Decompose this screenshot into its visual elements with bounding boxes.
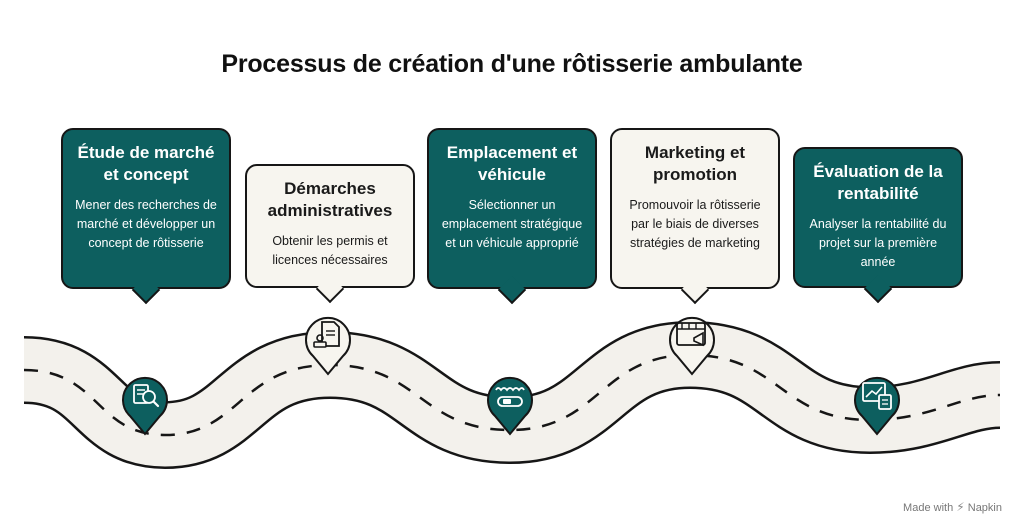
step-title: Démarches administratives xyxy=(267,179,393,220)
step-card-4: Marketing et promotion Promouvoir la rôt… xyxy=(610,128,780,305)
market-research-icon xyxy=(122,376,168,436)
marketing-calendar-icon xyxy=(669,316,715,376)
step-card-5: Évaluation de la rentabilité Analyser la… xyxy=(793,147,963,304)
profit-calculator-icon xyxy=(854,376,900,436)
made-with-label: Made with xyxy=(903,502,954,514)
step-title: Emplacement et véhicule xyxy=(446,143,578,184)
step-card-1: Étude de marché et concept Mener des rec… xyxy=(61,128,231,305)
step-description: Sélectionner un emplacement stratégique … xyxy=(441,198,583,250)
footer-credit: Made with ⚡ Napkin xyxy=(903,500,1002,514)
step-description: Promouvoir la rôtisserie par le biais de… xyxy=(629,198,761,250)
step-title: Étude de marché et concept xyxy=(77,143,215,184)
napkin-logo-icon: ⚡ xyxy=(956,500,965,514)
step-title: Évaluation de la rentabilité xyxy=(813,162,943,203)
document-stamp-icon xyxy=(305,316,351,376)
step-description: Mener des recherches de marché et dévelo… xyxy=(75,198,217,250)
step-card-2: Démarches administratives Obtenir les pe… xyxy=(245,164,415,304)
step-description: Obtenir les permis et licences nécessair… xyxy=(272,234,388,267)
step-card-3: Emplacement et véhicule Sélectionner un … xyxy=(427,128,597,305)
food-truck-icon xyxy=(487,376,533,436)
brand-name: Napkin xyxy=(967,502,1002,514)
step-description: Analyser la rentabilité du projet sur la… xyxy=(809,217,947,269)
diagram-title: Processus de création d'une rôtisserie a… xyxy=(221,50,803,78)
step-title: Marketing et promotion xyxy=(644,143,746,184)
